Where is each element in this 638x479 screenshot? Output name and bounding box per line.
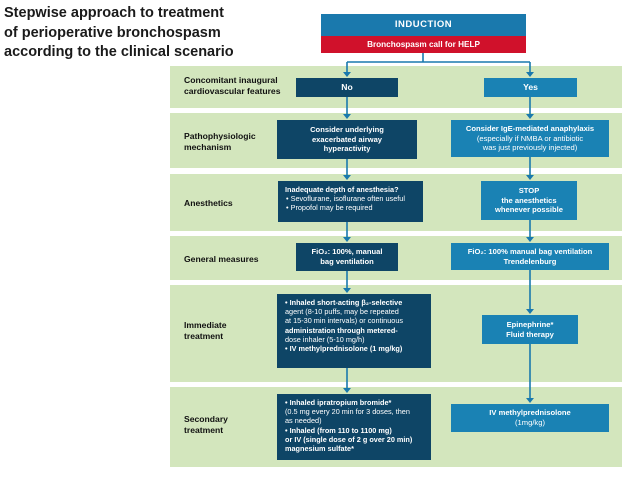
- row-label-line: Anesthetics: [184, 198, 233, 208]
- box-line: as needed): [285, 416, 322, 426]
- box-line: administration through metered-: [285, 325, 398, 335]
- fio2-no-box: FiO₂: 100%, manual bag ventilation: [296, 243, 398, 271]
- anaphylaxis-box: Consider IgE-mediated anaphylaxis (espec…: [451, 120, 609, 157]
- box-line: bag ventilation: [320, 256, 374, 266]
- box-line: (1mg/kg): [515, 417, 545, 427]
- box-line: (0.5 mg every 20 min for 3 doses, then: [285, 407, 410, 417]
- ipratropium-box: • Inhaled ipratropium bromide* (0.5 mg e…: [277, 394, 431, 460]
- box-line: was just previously injected): [482, 143, 578, 152]
- yes-box: Yes: [484, 78, 577, 97]
- anesthesia-depth-box: Inadequate depth of anesthesia? • Sevofl…: [278, 181, 423, 222]
- no-box: No: [296, 78, 398, 97]
- box-line: STOP: [518, 186, 540, 195]
- row-label-line: Pathophysiologic: [184, 131, 256, 141]
- box-line: • Propofol may be required: [286, 203, 373, 213]
- row-label-pathophysiology: Pathophysiologic mechanism: [184, 131, 256, 152]
- box-line: Epinephrine*: [506, 320, 554, 329]
- row-label-line: cardiovascular features: [184, 85, 281, 96]
- box-line: • Sevoflurane, isoflurane often useful: [286, 194, 405, 204]
- title-line: Stepwise approach to treatment: [4, 5, 224, 21]
- box-line: FiO₂: 100% manual bag ventilation: [467, 247, 593, 256]
- row-label-immediate: Immediate treatment: [184, 320, 227, 341]
- box-line: • Inhaled short-acting β₂-selective: [285, 298, 403, 307]
- box-line: hyperactivity: [323, 144, 371, 153]
- induction-box: INDUCTION: [321, 14, 526, 36]
- box-line: the anesthetics: [501, 195, 557, 205]
- box-line: or IV (single dose of 2 g over 20 min): [285, 434, 413, 444]
- fio2-yes-box: FiO₂: 100% manual bag ventilation Trende…: [451, 243, 609, 270]
- bronchodilator-box: • Inhaled short-acting β₂-selective agen…: [277, 294, 431, 368]
- box-line: magnesium sulfate*: [285, 444, 354, 454]
- box-line: exacerbated airway: [311, 134, 383, 144]
- row-label-general: General measures: [184, 254, 259, 265]
- box-line: agent (8-10 puffs, may be repeated: [285, 307, 399, 317]
- box-line: • IV methylprednisolone (1 mg/kg): [285, 344, 403, 354]
- box-line: Consider underlying: [310, 125, 384, 134]
- methylprednisolone-box: IV methylprednisolone (1mg/kg): [451, 404, 609, 432]
- row-label-line: treatment: [184, 424, 224, 435]
- box-line: Fluid therapy: [506, 329, 554, 339]
- row-label-line: Concomitant inaugural: [184, 75, 278, 85]
- box-line: FiO₂: 100%, manual: [311, 247, 383, 256]
- row-label-anesthetics: Anesthetics: [184, 198, 233, 209]
- title-line: of perioperative bronchospasm: [4, 24, 221, 41]
- box-line: whenever possible: [495, 205, 563, 214]
- box-line: Consider IgE-mediated anaphylaxis: [465, 124, 595, 133]
- row-label-line: Secondary: [184, 414, 228, 424]
- box-heading: Inadequate depth of anesthesia?: [285, 185, 399, 194]
- help-box: Bronchospasm call for HELP: [321, 36, 526, 53]
- box-line: dose inhaler (5-10 mg/h): [285, 334, 365, 344]
- box-line: • Inhaled ipratropium bromide*: [285, 398, 392, 407]
- row-label-secondary: Secondary treatment: [184, 414, 228, 435]
- epinephrine-box: Epinephrine* Fluid therapy: [482, 315, 578, 344]
- box-line: (especially if NMBA or antibiotic: [476, 133, 584, 143]
- box-line: at 15-30 min intervals) or continuous: [285, 316, 404, 326]
- airway-hyperactivity-box: Consider underlying exacerbated airway h…: [277, 120, 417, 159]
- box-line: Trendelenburg: [503, 256, 557, 266]
- stop-anesthetics-box: STOP the anesthetics whenever possible: [481, 181, 577, 220]
- box-line: • Inhaled (from 110 to 1100 mg): [285, 425, 392, 435]
- title-line: according to the clinical scenario: [4, 44, 234, 60]
- row-label-line: General measures: [184, 254, 259, 264]
- slide-title: Stepwise approach to treatment of periop…: [4, 4, 304, 63]
- box-line: IV methylprednisolone: [489, 408, 571, 417]
- row-label-features: Concomitant inaugural cardiovascular fea…: [184, 75, 281, 96]
- row-label-line: mechanism: [184, 141, 232, 152]
- row-label-line: Immediate: [184, 320, 227, 330]
- row-label-line: treatment: [184, 330, 224, 341]
